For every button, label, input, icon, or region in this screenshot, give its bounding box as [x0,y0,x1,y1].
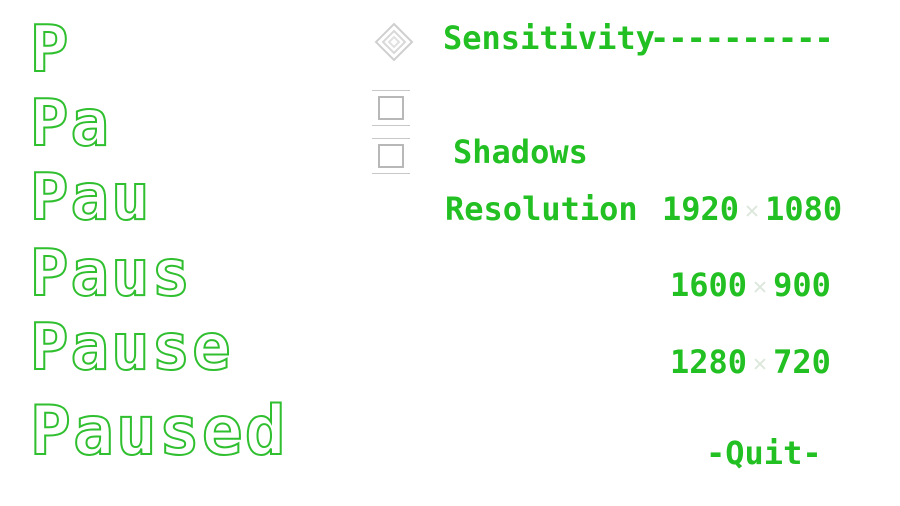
checkbox-box [378,144,404,168]
pause-title-frame-5: Pause [29,311,233,385]
pause-title-frame-1: P [29,13,71,87]
resolution-height: 900 [773,266,831,304]
times-icon [745,204,759,218]
sensitivity-slider-bar[interactable]: ---------- [650,19,834,57]
resolution-option-1280x720[interactable]: 1280 720 [670,346,831,378]
pause-title-frame-3: Pau [29,161,152,235]
resolution-label: Resolution [445,190,638,228]
resolution-height: 720 [773,343,831,381]
pause-title-frame-6: Paused [29,392,288,471]
pause-title-frame-2: Pa [29,87,112,161]
times-icon [753,357,767,371]
quit-button[interactable]: -Quit- [706,434,822,472]
unlabeled-checkbox[interactable] [372,90,410,126]
resolution-width: 1280 [670,343,748,381]
shadows-checkbox[interactable] [372,138,410,174]
resolution-width: 1920 [662,190,740,228]
pause-title-frame-4: Paus [29,237,193,311]
resolution-option-1600x900[interactable]: 1600 900 [670,269,831,301]
checkbox-box [378,96,404,120]
resolution-option-1920x1080[interactable]: 1920 1080 [662,193,842,225]
resolution-height: 1080 [765,190,843,228]
sensitivity-label: Sensitivity [443,19,655,57]
resolution-width: 1600 [670,266,748,304]
sensitivity-slider-knob[interactable] [374,22,414,62]
times-icon [753,280,767,294]
shadows-label[interactable]: Shadows [453,133,588,171]
